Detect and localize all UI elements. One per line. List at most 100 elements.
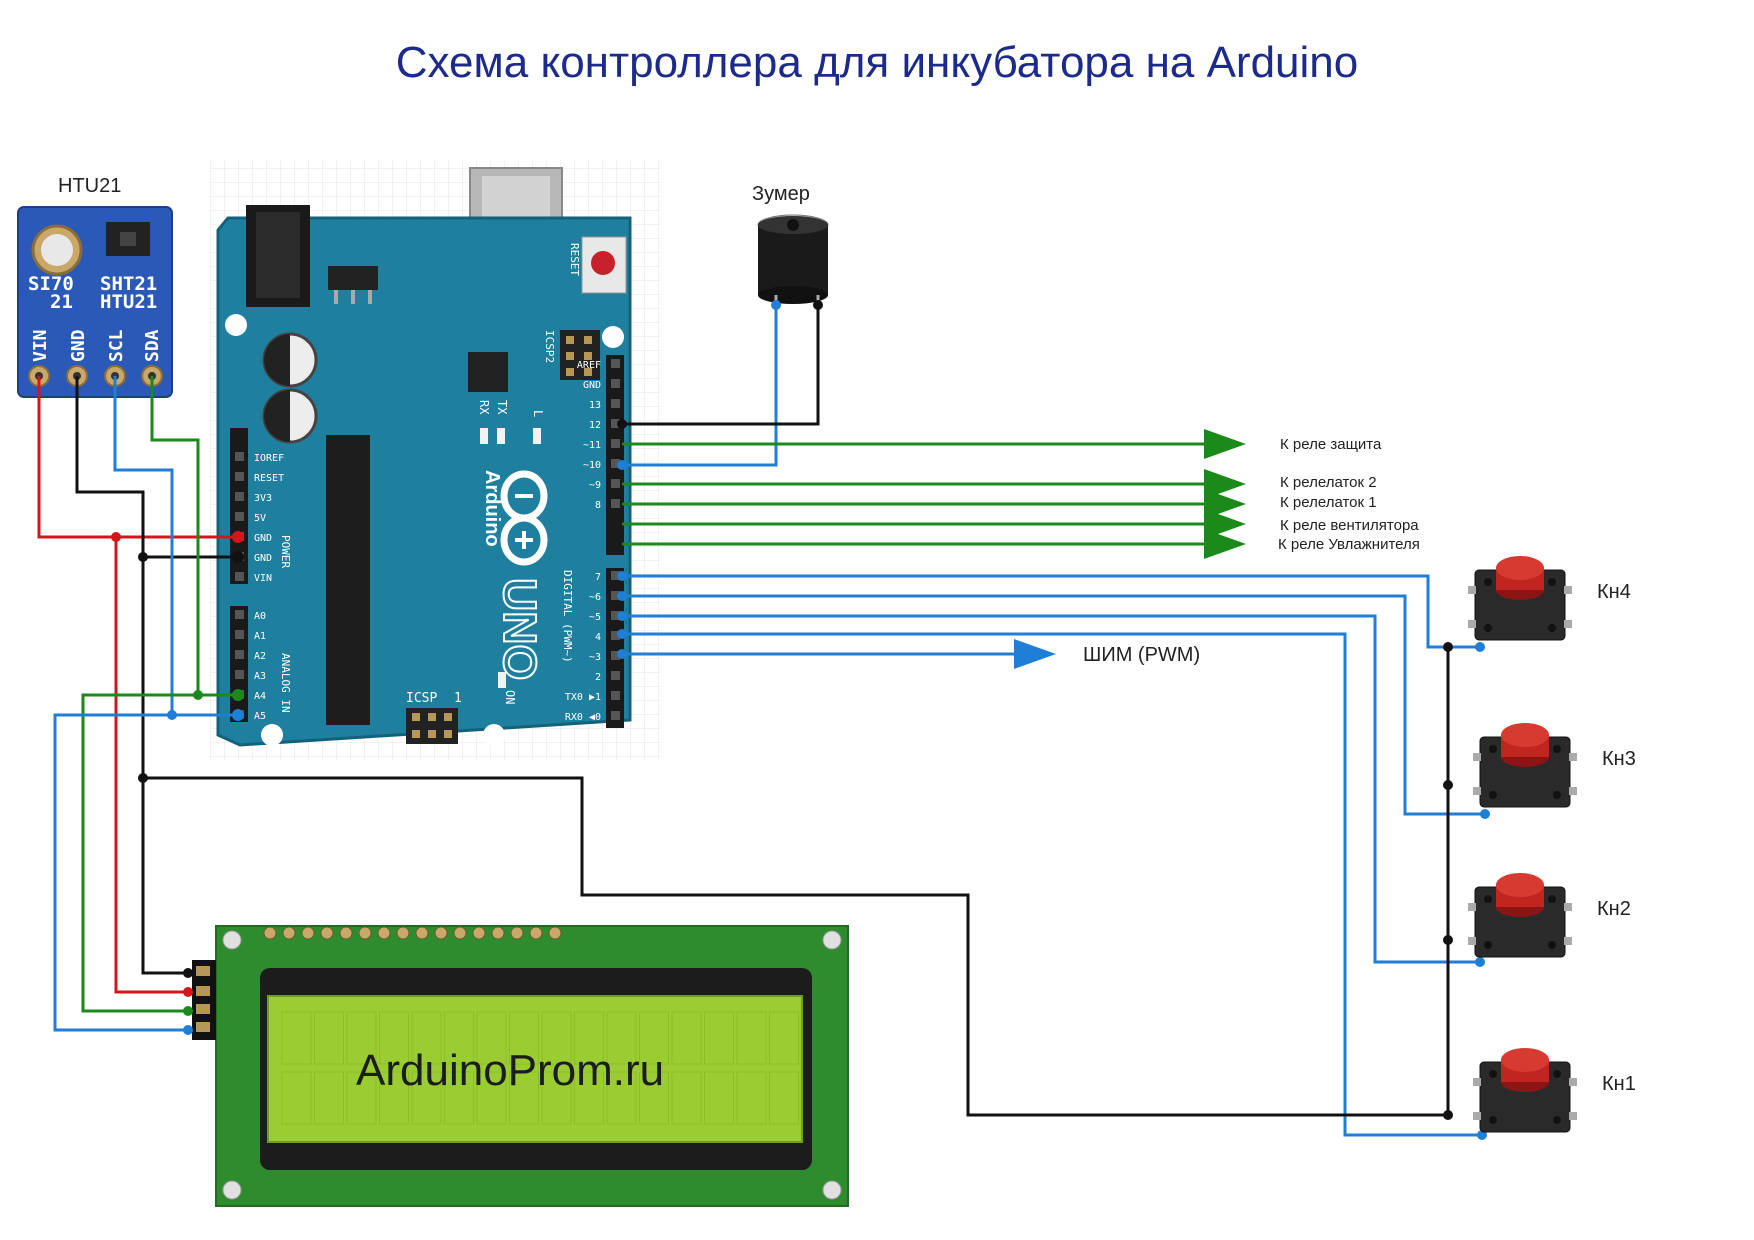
header-hole xyxy=(235,650,244,659)
pin-label: VIN xyxy=(254,573,272,584)
lcd-pin xyxy=(548,926,562,940)
header-hole xyxy=(611,459,620,468)
output-label-fan: К реле вентилятора xyxy=(1280,517,1419,534)
arduino-uno-board: RESET ICSP2 TX RX L Arduino xyxy=(216,167,632,747)
lcd-cell xyxy=(736,1011,767,1065)
lcd-text: ArduinoProm.ru xyxy=(356,1046,664,1095)
chip-label-si7021-a: SI70 xyxy=(28,273,74,295)
lcd-pin xyxy=(301,926,315,940)
buzzer-component: Зумер xyxy=(752,183,829,305)
pin-label: ~10 xyxy=(583,460,601,471)
lcd-cell xyxy=(281,1071,312,1125)
lcd-pin xyxy=(282,926,296,940)
wire-btn3 xyxy=(622,594,1485,816)
header-hole xyxy=(611,379,620,388)
lcd-pin xyxy=(396,926,410,940)
lcd-pin xyxy=(320,926,334,940)
header-hole xyxy=(235,452,244,461)
pin-label: A3 xyxy=(254,671,266,682)
lcd-cell xyxy=(444,1011,474,1065)
pin-label: A0 xyxy=(254,611,266,622)
lcd-cell xyxy=(704,1071,734,1125)
button-label-3: Кн3 xyxy=(1602,748,1636,770)
output-label-humidifier: К реле Увлажнителя xyxy=(1278,536,1420,553)
wire-sensor-sda xyxy=(150,376,238,697)
lcd-cell xyxy=(509,1071,539,1125)
button-label-2: Кн2 xyxy=(1597,898,1631,920)
pin-label: AREF xyxy=(577,360,601,371)
header-hole xyxy=(235,492,244,501)
pin-label: 8 xyxy=(595,500,601,511)
lcd-cell xyxy=(411,1071,442,1125)
header-hole xyxy=(611,499,620,508)
header-hole xyxy=(611,611,620,620)
output-label-heater2: К релелаток 2 xyxy=(1280,474,1377,491)
sensor-pin-scl: SCL xyxy=(106,329,127,362)
lcd-cell xyxy=(281,1011,312,1065)
push-button-2: Кн2 xyxy=(1468,873,1631,958)
on-label: ON xyxy=(503,690,517,704)
header-hole xyxy=(611,359,620,368)
lcd-cell xyxy=(671,1011,702,1065)
wire-buzzer-gnd xyxy=(622,305,820,426)
reset-label: RESET xyxy=(568,243,581,276)
header-hole xyxy=(235,670,244,679)
output-label-heater1: К релелаток 1 xyxy=(1280,494,1377,511)
icsp-label: ICSP xyxy=(406,691,437,706)
header-hole xyxy=(611,479,620,488)
wire-lcd-scl xyxy=(53,713,192,1032)
push-button-1: Кн1 xyxy=(1473,1048,1636,1133)
power-group-label: POWER xyxy=(279,535,292,568)
lcd-cell xyxy=(346,1071,377,1125)
header-hole xyxy=(235,572,244,581)
lcd-cell xyxy=(411,1011,442,1065)
wire-btn-gnd xyxy=(143,776,1448,1117)
header-hole xyxy=(235,610,244,619)
wire-lcd-gnd xyxy=(141,557,192,975)
htu21-sensor: HTU21 SI70 21 SHT21 HTU21 VIN GND SCL SD… xyxy=(17,175,173,398)
lcd-cell xyxy=(476,1011,507,1065)
lcd-pin xyxy=(339,926,353,940)
arduino-infinity-logo xyxy=(500,470,548,566)
header-hole xyxy=(611,419,620,428)
header-hole xyxy=(611,631,620,640)
wires xyxy=(37,305,1485,1137)
header-hole xyxy=(611,591,620,600)
icsp-pin1-label: 1 xyxy=(454,691,462,706)
wire-btn1 xyxy=(622,632,1482,1137)
lcd-module: ArduinoProm.ru xyxy=(183,925,849,1207)
lcd-pin xyxy=(358,926,372,940)
lcd-cell xyxy=(736,1071,767,1125)
lcd-cell xyxy=(379,1071,409,1125)
lcd-cell xyxy=(606,1011,637,1065)
pin-label: A2 xyxy=(254,651,266,662)
lcd-pin xyxy=(453,926,467,940)
lcd-cell xyxy=(574,1011,604,1065)
lcd-pin xyxy=(510,926,524,940)
header-hole xyxy=(611,691,620,700)
lcd-cell xyxy=(346,1011,377,1065)
digital-group-label: DIGITAL (PWM~) xyxy=(561,570,574,663)
pin-label: A1 xyxy=(254,631,266,642)
lcd-cell xyxy=(444,1071,474,1125)
wire-lcd-vcc xyxy=(114,537,192,994)
sensor-pin-gnd: GND xyxy=(68,329,89,362)
header-hole xyxy=(611,571,620,580)
analog-group-label: ANALOG IN xyxy=(279,653,292,713)
pin-label: RESET xyxy=(254,473,284,484)
pin-label: RX0 ◀0 xyxy=(565,712,601,723)
lcd-pin xyxy=(377,926,391,940)
wire-buzzer-12 xyxy=(622,305,778,467)
lcd-pin xyxy=(263,926,277,940)
pin-label: 5V xyxy=(254,513,266,524)
tx-label: TX xyxy=(495,400,509,415)
pin-label: ~5 xyxy=(589,612,601,623)
icsp2-label: ICSP2 xyxy=(543,330,556,363)
pin-label: A4 xyxy=(254,691,266,702)
output-label-protection: К реле защита xyxy=(1280,436,1382,453)
pin-label: 4 xyxy=(595,632,601,643)
lcd-pin xyxy=(491,926,505,940)
header-hole xyxy=(611,671,620,680)
pin-label: ~11 xyxy=(583,440,601,451)
pin-label: 3V3 xyxy=(254,493,272,504)
